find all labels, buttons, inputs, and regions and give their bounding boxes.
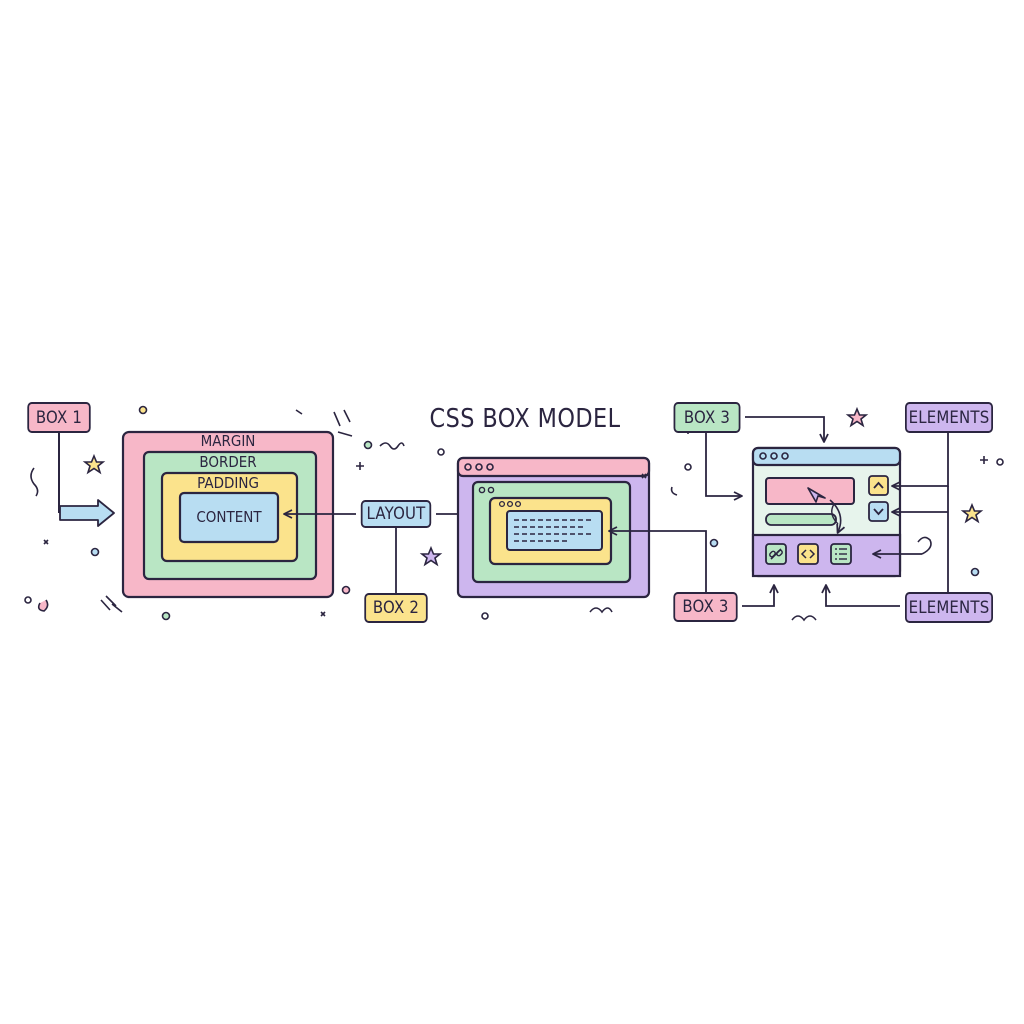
ui-panel-illustration [751, 446, 902, 578]
diagram-title: CSS BOX MODEL [429, 404, 621, 434]
margin-label: MARGIN [200, 432, 256, 450]
elements-top-label: ELEMENTS [905, 402, 993, 433]
box3-to-content-arrow [608, 526, 707, 593]
box3-to-panel-arrow [742, 584, 779, 607]
text-lines-icon [514, 519, 594, 542]
chevron-up-icon [868, 475, 889, 496]
box3-top-right-arrow [705, 432, 743, 501]
box3-top-label: BOX 3 [673, 402, 741, 433]
panel-progress-bar [765, 513, 837, 526]
inner-content [506, 510, 603, 551]
border-label: BORDER [199, 453, 257, 471]
box-model-illustration [121, 430, 335, 599]
padding-label: PADDING [197, 474, 259, 492]
box3-top-down-arrow [745, 416, 829, 443]
star-icon [419, 545, 443, 567]
chevron-down-icon [868, 501, 889, 522]
browser-window-illustration [456, 456, 651, 599]
star-icon [845, 406, 869, 428]
panel-titlebar [751, 446, 902, 467]
blue-arrow-icon [59, 499, 115, 527]
elements-bottom-label: ELEMENTS [905, 592, 993, 623]
box1-label: BOX 1 [27, 402, 91, 433]
content-label: CONTENT [196, 508, 262, 526]
box1-connector [58, 433, 100, 513]
content-layer [178, 491, 280, 544]
layout-label: LAYOUT [360, 500, 432, 528]
cursor-icon [807, 487, 826, 503]
star-icon [82, 453, 106, 475]
elements-to-up-arrow [891, 433, 949, 491]
elements-to-panel-arrow [821, 584, 900, 607]
box3-bottom-label: BOX 3 [673, 592, 738, 622]
box2-label: BOX 2 [364, 593, 428, 623]
code-icon [797, 543, 819, 565]
window-titlebar [456, 456, 651, 478]
star-icon [960, 502, 984, 524]
